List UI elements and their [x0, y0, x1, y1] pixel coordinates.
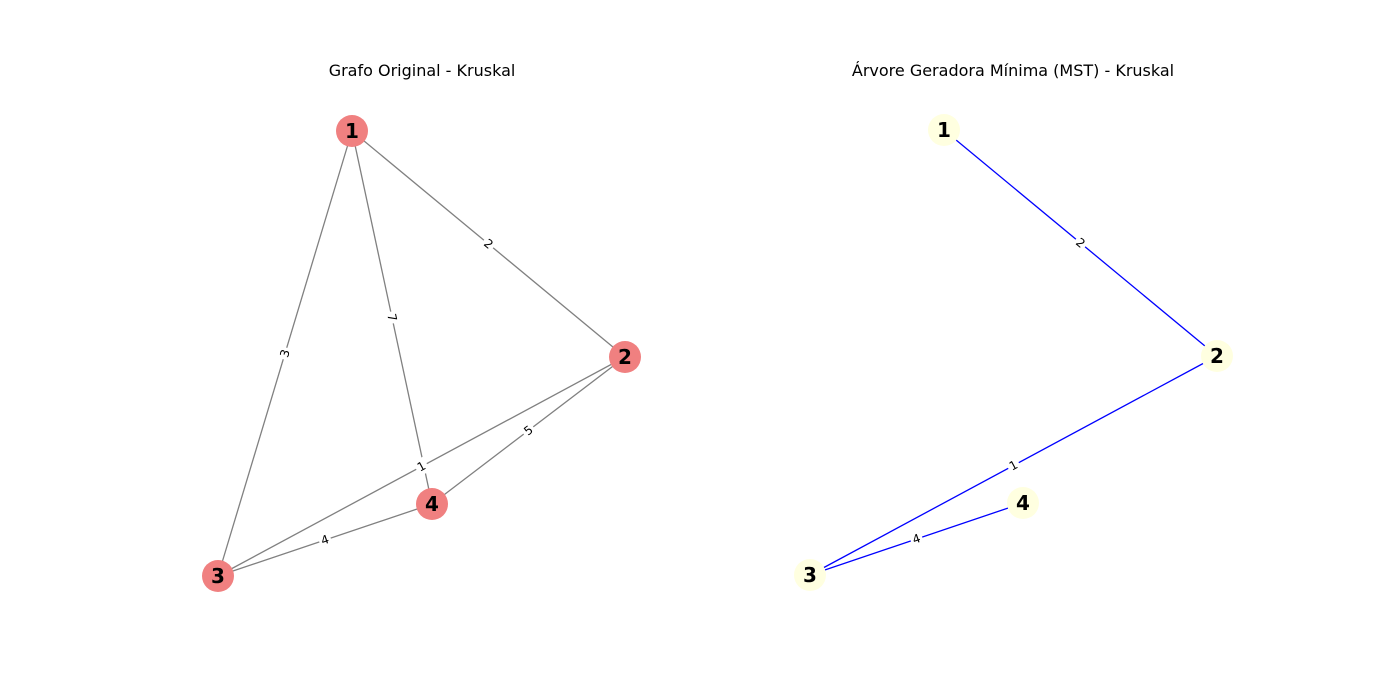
node-circle — [794, 559, 826, 591]
edge-label-1-2: 2 — [1070, 233, 1091, 253]
node-circle — [609, 341, 641, 373]
edge-label-background — [382, 309, 402, 326]
node-4: 4 — [416, 488, 448, 520]
edge-label-background — [1004, 455, 1023, 476]
edge-label-1-2: 2 — [478, 234, 499, 254]
node-4: 4 — [1007, 487, 1039, 519]
edge-label-1-4: 7 — [382, 309, 402, 326]
panel-title-mst: Árvore Geradora Mínima (MST) - Kruskal — [852, 61, 1174, 80]
nodes-original: 1 2 3 4 — [202, 115, 641, 592]
node-label: 1 — [937, 118, 951, 142]
panel-original-graph: Grafo Original - Kruskal 2 3 7 1 5 4 1 2 3 4 — [202, 61, 641, 592]
edges-mst: 2 1 4 — [809, 129, 1218, 576]
node-label: 3 — [211, 564, 225, 588]
node-circle — [202, 560, 234, 592]
edge-weight-label: 7 — [384, 312, 399, 322]
edge-weight-label: 4 — [319, 532, 331, 548]
node-circle — [416, 488, 448, 520]
node-1: 1 — [336, 115, 368, 147]
node-2: 2 — [609, 341, 641, 373]
node-circle — [928, 114, 960, 146]
node-label: 4 — [425, 492, 439, 516]
node-label: 1 — [345, 119, 359, 143]
edges-original: 2 3 7 1 5 4 — [217, 130, 626, 577]
edge-label-3-4: 4 — [316, 530, 334, 550]
edge-label-2-4: 5 — [518, 420, 539, 441]
node-circle — [336, 115, 368, 147]
edge-label-background — [275, 345, 295, 362]
node-circle — [1201, 340, 1233, 372]
edge-label-background — [518, 420, 539, 441]
node-2: 2 — [1201, 340, 1233, 372]
edge-label-background — [1070, 233, 1091, 253]
node-3: 3 — [202, 560, 234, 592]
node-3: 3 — [794, 559, 826, 591]
edge-label-background — [478, 234, 499, 254]
node-label: 4 — [1016, 491, 1030, 515]
panel-title-original: Grafo Original - Kruskal — [329, 61, 516, 80]
edge-label-3-4: 4 — [908, 529, 925, 549]
node-label: 3 — [803, 563, 817, 587]
edge-weight-label: 3 — [277, 348, 293, 359]
edge-label-2-3: 1 — [1004, 455, 1023, 476]
edge-label-background — [908, 529, 925, 549]
edge-label-background — [412, 456, 431, 477]
panel-mst-graph: Árvore Geradora Mínima (MST) - Kruskal 2… — [794, 61, 1233, 591]
node-label: 2 — [1210, 344, 1224, 368]
node-circle — [1007, 487, 1039, 519]
edge-label-background — [316, 530, 334, 550]
edge-label-2-3: 1 — [412, 456, 431, 477]
edge-weight-label: 4 — [911, 531, 923, 547]
nodes-mst: 1 2 3 4 — [794, 114, 1233, 591]
node-1: 1 — [928, 114, 960, 146]
edge-label-1-3: 3 — [275, 345, 295, 362]
node-label: 2 — [618, 345, 632, 369]
